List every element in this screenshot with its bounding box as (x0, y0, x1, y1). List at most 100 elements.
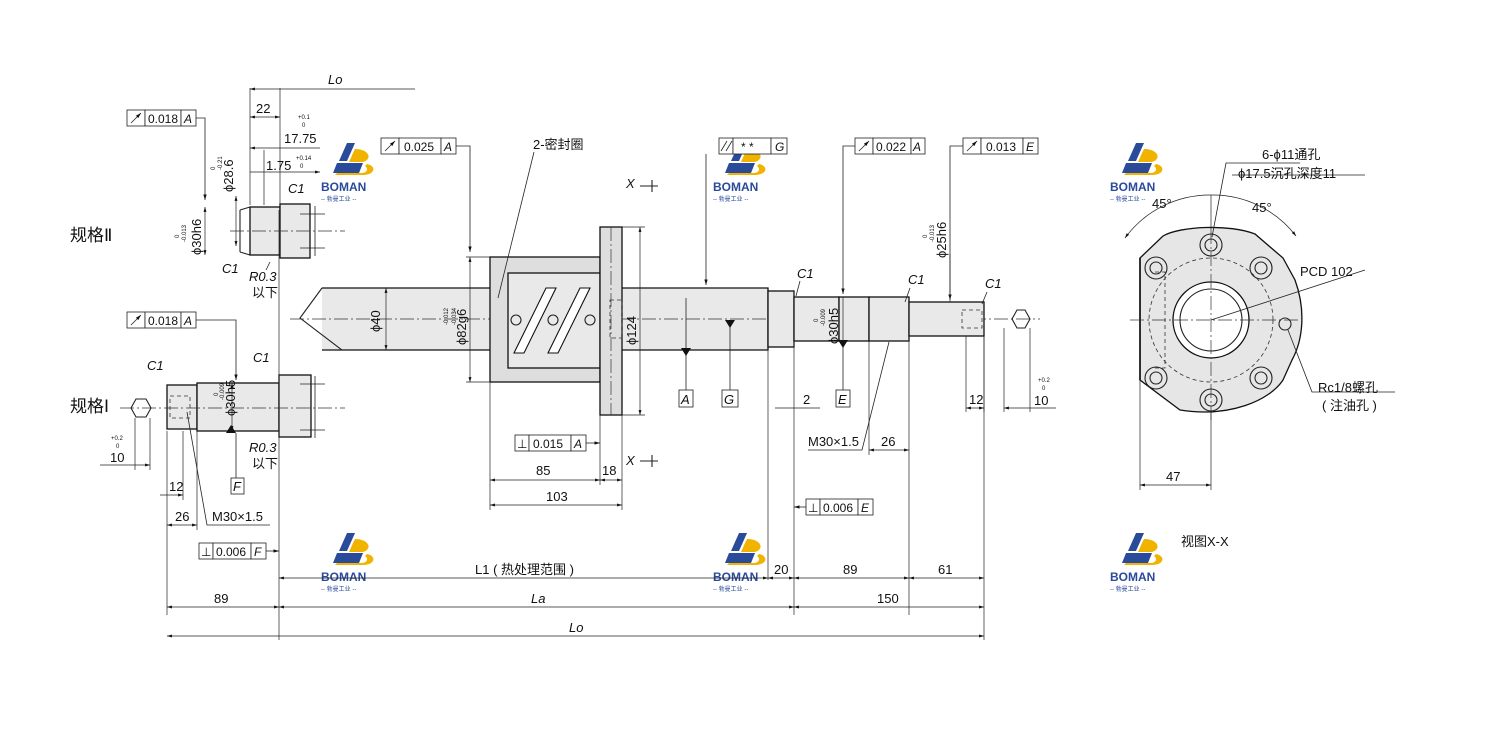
fcf-nut-runout: 0.025 A (380, 137, 457, 155)
svg-text:10: 10 (110, 450, 124, 465)
spec1-label: 规格Ⅰ (70, 397, 109, 416)
svg-text:-0.009: -0.009 (220, 382, 226, 400)
svg-text:⊥: ⊥ (201, 545, 211, 559)
svg-text:0.015: 0.015 (533, 437, 563, 451)
svg-text:26: 26 (881, 434, 895, 449)
spec1-thread-section (166, 384, 198, 430)
fcf-right-perpendicularity: ⊥ 0.006 E (805, 498, 874, 516)
svg-text:0.006: 0.006 (823, 501, 853, 515)
svg-text:150: 150 (877, 591, 899, 606)
spec2-label: 规格Ⅱ (70, 226, 112, 245)
svg-text:A: A (573, 437, 582, 451)
svg-text:22: 22 (256, 101, 270, 116)
bolt-hole-icon (1144, 256, 1168, 280)
svg-text:G: G (775, 140, 784, 154)
svg-text:ϕ25h6: ϕ25h6 (934, 222, 949, 258)
svg-text:C1: C1 (797, 266, 814, 281)
flange-end-view: 45° 45° 6-ϕ11通孔 ϕ17.5沉孔深度11 PCD 102 Rc1/… (1124, 147, 1395, 549)
svg-text:C1: C1 (253, 350, 270, 365)
svg-text:89: 89 (843, 562, 857, 577)
svg-text:61: 61 (938, 562, 952, 577)
bolt-hole-icon (1199, 388, 1223, 412)
svg-text:C1: C1 (147, 358, 164, 373)
svg-text:A: A (183, 314, 192, 328)
spec2-end-detail: 规格Ⅱ C1 C1 R0.3 以下 ϕ28.6 0 -0.21 ϕ30h6 0 … (70, 72, 415, 300)
svg-text:6-ϕ11通孔: 6-ϕ11通孔 (1262, 147, 1320, 162)
svg-text:* *: * * (741, 140, 754, 154)
svg-text:M30×1.5: M30×1.5 (808, 434, 859, 449)
svg-text:12: 12 (969, 392, 983, 407)
watermark-logo: BOMAN -- 勃曼工业 -- (713, 533, 766, 593)
svg-text:0.022: 0.022 (876, 140, 906, 154)
svg-text:103: 103 (546, 489, 568, 504)
svg-text:ϕ30h5: ϕ30h5 (223, 380, 238, 416)
svg-text:45°: 45° (1152, 196, 1172, 211)
svg-text:85: 85 (536, 463, 550, 478)
fcf-end-runout: 0.013 E (962, 137, 1039, 155)
svg-text:-0.21: -0.21 (218, 156, 224, 170)
fcf-shaft-runout: 0.022 A (854, 137, 926, 155)
bolt-hole-icon (1144, 366, 1168, 390)
svg-text:R0.3: R0.3 (249, 440, 277, 455)
svg-text:-- 勃曼工业 --: -- 勃曼工业 -- (1110, 195, 1145, 203)
svg-text:-0.013: -0.013 (182, 224, 188, 242)
svg-text:La: La (531, 591, 545, 606)
svg-text:-0.034: -0.034 (452, 307, 458, 325)
svg-text:ϕ40: ϕ40 (368, 310, 383, 332)
svg-text:X: X (625, 453, 636, 468)
svg-text:F: F (254, 545, 262, 559)
svg-text:-0.013: -0.013 (930, 224, 936, 242)
spec1-journal (196, 382, 280, 432)
svg-text:0: 0 (211, 166, 217, 170)
ball-screw-main: ϕ40 ϕ82g6 -0.012 -0.034 ϕ124 2-密封圈 X X A… (167, 137, 1056, 640)
fcf-spec2-runout: 0.018 A (126, 109, 197, 127)
svg-text:-- 勃曼工业 --: -- 勃曼工业 -- (713, 195, 748, 203)
svg-text:+0.14: +0.14 (296, 156, 312, 162)
svg-text:+0.2: +0.2 (1038, 378, 1051, 384)
svg-text:-- 勃曼工业 --: -- 勃曼工业 -- (1110, 585, 1145, 593)
svg-text:以下: 以下 (252, 285, 278, 300)
svg-text:0.006: 0.006 (216, 545, 246, 559)
svg-text:+0.1: +0.1 (298, 115, 311, 121)
svg-text:-0.012: -0.012 (444, 307, 450, 325)
svg-text:26: 26 (175, 509, 189, 524)
svg-text:BOMAN: BOMAN (1110, 180, 1155, 194)
svg-text:Rc1/8螺孔: Rc1/8螺孔 (1318, 380, 1378, 395)
svg-text:PCD 102: PCD 102 (1300, 264, 1353, 279)
bolt-icon (584, 314, 596, 326)
svg-text:⊥: ⊥ (808, 501, 818, 515)
svg-text:A: A (912, 140, 921, 154)
svg-text:BOMAN: BOMAN (321, 180, 366, 194)
fcf-parallelism: * * G (718, 137, 788, 155)
fcf-nut-perpendicularity: ⊥ 0.015 A (514, 434, 587, 452)
svg-text:Lo: Lo (328, 72, 342, 87)
svg-text:-0.009: -0.009 (821, 308, 827, 326)
bolt-hole-icon (1249, 256, 1273, 280)
svg-text:1.75: 1.75 (266, 158, 291, 173)
hex-end-icon (1011, 309, 1031, 329)
svg-text:12: 12 (169, 479, 183, 494)
bolt-hole-icon (1199, 233, 1223, 257)
svg-text:2-密封圈: 2-密封圈 (533, 137, 584, 152)
svg-text:以下: 以下 (252, 456, 278, 471)
watermark-logo: BOMAN -- 勃曼工业 -- (1110, 143, 1163, 203)
svg-text:0: 0 (175, 234, 181, 238)
svg-text:C1: C1 (908, 272, 925, 287)
svg-text:E: E (861, 501, 870, 515)
svg-text:C1: C1 (288, 181, 305, 196)
svg-text:-- 勃曼工业 --: -- 勃曼工业 -- (321, 195, 356, 203)
svg-text:ϕ124: ϕ124 (624, 316, 639, 345)
svg-text:0.025: 0.025 (404, 140, 434, 154)
svg-text:A: A (680, 392, 690, 407)
svg-text:( 注油孔 ): ( 注油孔 ) (1322, 398, 1377, 413)
svg-text:BOMAN: BOMAN (713, 570, 758, 584)
fcf-spec1-runout: 0.018 A (126, 311, 197, 329)
svg-text:X: X (625, 176, 636, 191)
svg-text:0.013: 0.013 (986, 140, 1016, 154)
svg-text:C1: C1 (222, 261, 239, 276)
svg-text:E: E (838, 392, 847, 407)
svg-text:C1: C1 (985, 276, 1002, 291)
svg-text:47: 47 (1166, 469, 1180, 484)
svg-text:0: 0 (302, 123, 306, 129)
